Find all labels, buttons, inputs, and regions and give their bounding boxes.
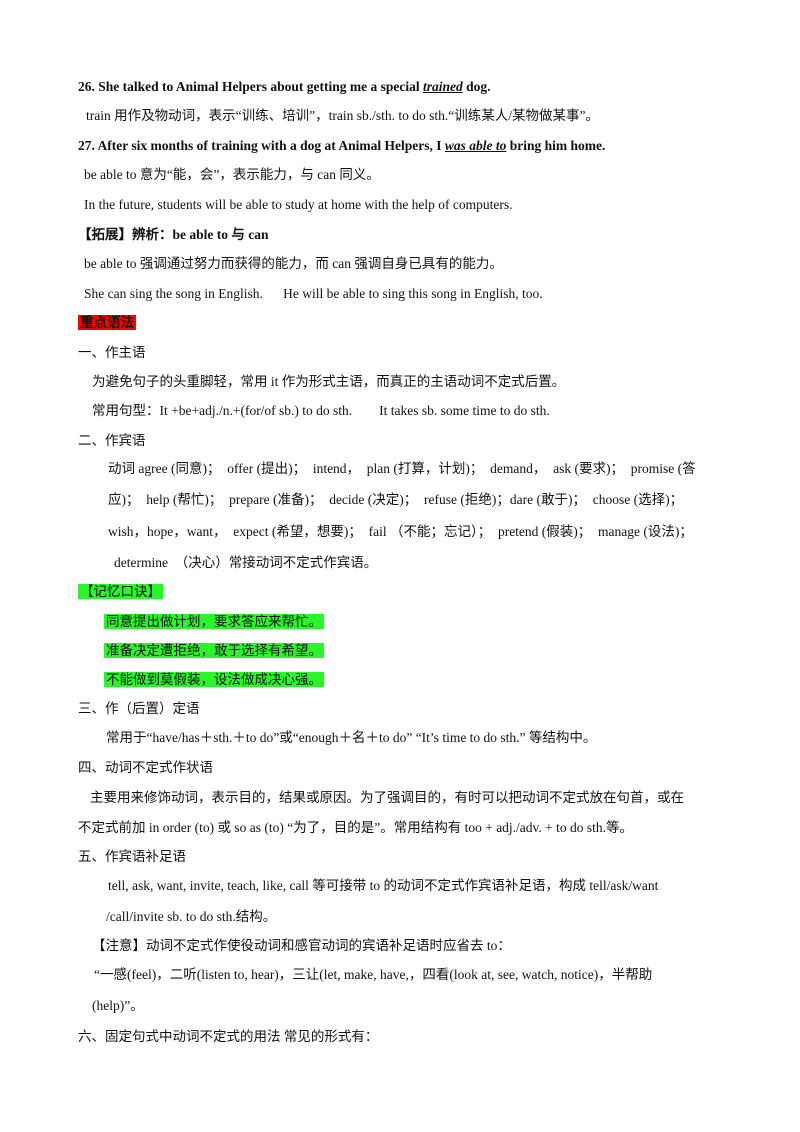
question-26-suffix: dog.	[462, 79, 491, 94]
question-26-answer: trained	[423, 79, 463, 94]
extension-example: She can sing the song in English. He wil…	[84, 286, 543, 301]
mnemonic-line-1: 同意提出做计划，要求答应来帮忙。	[104, 612, 324, 632]
section-4-line-1: 主要用来修饰动词，表示目的，结果或原因。为了强调目的，有时可以把动词不定式放在句…	[90, 790, 684, 805]
question-27: 27. After six months of training with a …	[78, 136, 605, 156]
question-27-suffix: bring him home.	[506, 138, 606, 153]
extension-title: 【拓展】辨析：be able to 与 can	[78, 227, 269, 242]
section-1-heading: 一、作主语	[78, 345, 146, 360]
section-2-line-2: 应)； help (帮忙)； prepare (准备)； decide (决定)…	[108, 492, 684, 507]
section-1-text: 为避免句子的头重脚轻，常用 it 作为形式主语，而真正的主语动词不定式后置。	[92, 374, 566, 389]
question-27-note: be able to 意为“能，会”，表示能力，与 can 同义。	[84, 167, 380, 182]
grammar-section-title: 重点语法	[78, 313, 136, 333]
section-5-attention: 【注意】动词不定式作使役动词和感官动词的宾语补足语时应省去 to：	[92, 938, 511, 953]
section-5-line-1: tell, ask, want, invite, teach, like, ca…	[108, 878, 659, 893]
question-26: 26. She talked to Animal Helpers about g…	[78, 77, 491, 97]
mnemonic-line-2: 准备决定遭拒绝，敢于选择有希望。	[104, 641, 324, 661]
question-27-answer: was able to	[444, 138, 507, 153]
mnemonic-line-2-text: 准备决定遭拒绝，敢于选择有希望。	[104, 643, 324, 658]
section-4-line-2: 不定式前加 in order (to) 或 so as (to) “为了，目的是…	[78, 820, 634, 835]
section-2-line-1: 动词 agree (同意)； offer (提出)； intend， plan …	[108, 461, 696, 476]
section-6-heading: 六、固定句式中动词不定式的用法 常见的形式有：	[78, 1029, 379, 1044]
mnemonic-line-3: 不能做到莫假装，设法做成决心强。	[104, 670, 324, 690]
question-27-example: In the future, students will be able to …	[84, 197, 513, 212]
section-5-line-4: (help)”。	[92, 998, 144, 1013]
question-26-note: train 用作及物动词，表示“训练、培训”，train sb./sth. to…	[86, 108, 599, 123]
section-3-heading: 三、作（后置）定语	[78, 701, 200, 716]
mnemonic-title-label: 【记忆口诀】	[78, 584, 163, 599]
grammar-title-label: 重点语法	[78, 315, 136, 330]
mnemonic-line-3-text: 不能做到莫假装，设法做成决心强。	[104, 672, 324, 687]
mnemonic-title: 【记忆口诀】	[78, 582, 163, 602]
section-2-line-3: wish，hope，want， expect (希望，想要)； fail （不能…	[108, 524, 693, 539]
section-5-heading: 五、作宾语补足语	[78, 849, 186, 864]
mnemonic-line-1-text: 同意提出做计划，要求答应来帮忙。	[104, 614, 324, 629]
section-2-heading: 二、作宾语	[78, 433, 146, 448]
section-3-text: 常用于“have/has＋sth.＋to do”或“enough＋名＋to do…	[106, 730, 597, 745]
section-2-line-4: determine （决心）常接动词不定式作宾语。	[114, 555, 378, 570]
section-1-pattern: 常用句型：It +be+adj./n.+(for/of sb.) to do s…	[92, 403, 550, 418]
question-26-prefix: 26. She talked to Animal Helpers about g…	[78, 79, 423, 94]
question-27-prefix: 27. After six months of training with a …	[78, 138, 445, 153]
section-4-heading: 四、动词不定式作状语	[78, 760, 213, 775]
section-5-line-3: “一感(feel)，二听(listen to, hear)，三让(let, ma…	[94, 967, 653, 982]
extension-note: be able to 强调通过努力而获得的能力，而 can 强调自身已具有的能力…	[84, 256, 503, 271]
section-5-line-2: /call/invite sb. to do sth.结构。	[106, 909, 277, 924]
